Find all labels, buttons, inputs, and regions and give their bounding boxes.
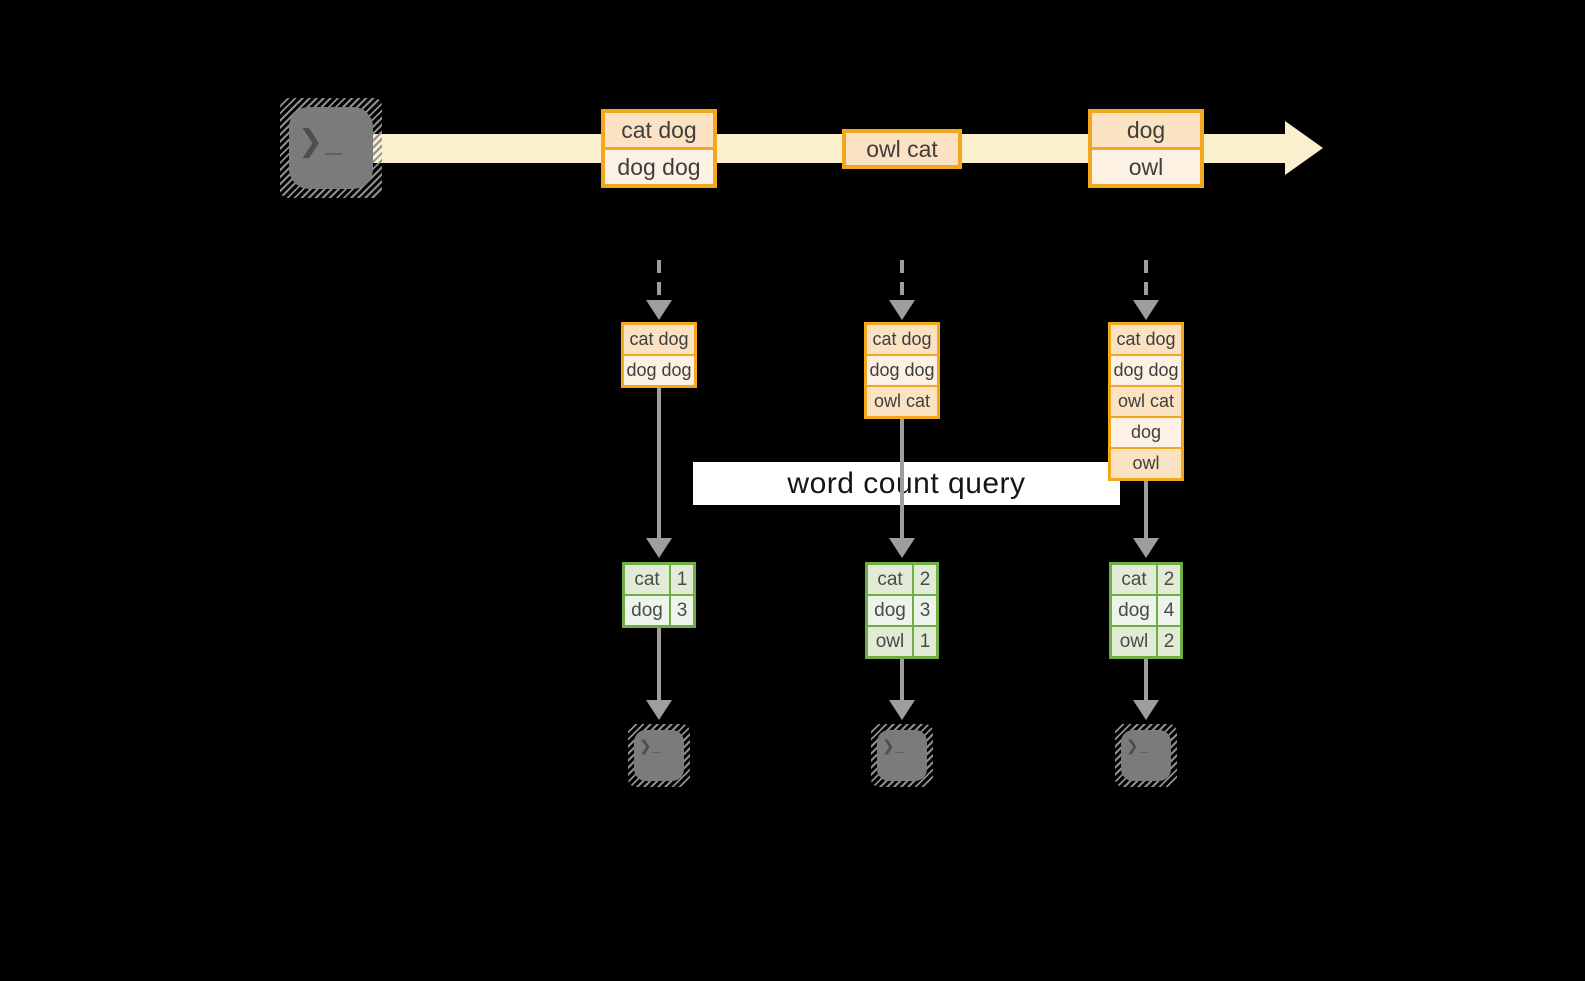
stream-message-box: cat dog dog dog [601, 109, 717, 188]
word-cell: cat [634, 568, 660, 590]
table-row: cat 2 [1112, 565, 1180, 594]
stream-message-cell: owl [1092, 147, 1200, 184]
terminal-prompt-icon: ❯_ [639, 738, 662, 755]
state-box: cat dog dog dog owl cat [864, 322, 940, 419]
state-box: cat dog dog dog owl cat dog owl [1108, 322, 1184, 481]
arrowhead [1133, 538, 1159, 558]
count-cell: 2 [919, 568, 931, 590]
arrow-line [1144, 481, 1148, 540]
column-divider [1156, 596, 1158, 625]
table-row: dog 3 [868, 594, 936, 625]
query-banner-label: word count query [787, 466, 1026, 500]
terminal-screen [634, 730, 684, 781]
word-cell: dog [1118, 599, 1150, 621]
table-row: cat 1 [625, 565, 693, 594]
word-count-table: cat 2 dog 4 owl 2 [1109, 562, 1183, 659]
column-divider [912, 627, 914, 656]
stream-message-cell: dog dog [605, 147, 713, 184]
dashed-arrowhead [889, 300, 915, 320]
stream-arrowhead [1285, 121, 1323, 175]
state-cell: owl cat [1111, 385, 1181, 416]
terminal-prompt-icon: ❯_ [298, 125, 344, 158]
column-divider [669, 565, 671, 594]
column-divider [912, 596, 914, 625]
stream-message-box: dog owl [1088, 109, 1204, 188]
terminal-icon: ❯_ [1115, 724, 1177, 787]
state-cell: dog dog [624, 354, 694, 385]
arrowhead [1133, 700, 1159, 720]
query-banner: word count query [693, 462, 1120, 505]
state-cell: dog dog [1111, 354, 1181, 385]
terminal-prompt-icon: ❯_ [1126, 738, 1149, 755]
stream-message-cell: dog [1092, 113, 1200, 147]
table-row: dog 4 [1112, 594, 1180, 625]
dashed-arrowhead [646, 300, 672, 320]
word-count-table: cat 1 dog 3 [622, 562, 696, 628]
table-row: cat 2 [868, 565, 936, 594]
dashed-arrow-line [1144, 260, 1148, 302]
terminal-icon: ❯_ [280, 98, 382, 198]
word-cell: dog [874, 599, 906, 621]
terminal-screen [1121, 730, 1171, 781]
word-cell: owl [1119, 630, 1149, 652]
count-cell: 1 [919, 630, 931, 652]
arrow-line [900, 659, 904, 702]
state-cell: dog dog [867, 354, 937, 385]
column-divider [1156, 627, 1158, 656]
word-cell: cat [1121, 568, 1147, 590]
count-cell: 4 [1163, 599, 1175, 621]
arrowhead [646, 700, 672, 720]
arrow-line [1144, 659, 1148, 702]
stream-message-box: owl cat [842, 129, 962, 169]
dashed-arrow-line [900, 260, 904, 302]
stream-message-cell: owl cat [846, 133, 958, 165]
terminal-icon: ❯_ [628, 724, 690, 787]
count-cell: 1 [676, 568, 688, 590]
state-cell: owl cat [867, 385, 937, 416]
terminal-screen [289, 107, 373, 189]
dashed-arrow-line [657, 260, 661, 302]
count-cell: 2 [1163, 630, 1175, 652]
column-divider [669, 596, 671, 625]
terminal-screen [877, 730, 927, 781]
column-divider [912, 565, 914, 594]
state-cell: cat dog [1111, 325, 1181, 354]
count-cell: 2 [1163, 568, 1175, 590]
word-cell: cat [877, 568, 903, 590]
arrowhead [889, 538, 915, 558]
table-row: owl 1 [868, 625, 936, 656]
table-row: dog 3 [625, 594, 693, 625]
stream-message-cell: cat dog [605, 113, 713, 147]
state-cell: owl [1111, 447, 1181, 478]
table-row: owl 2 [1112, 625, 1180, 656]
word-cell: dog [631, 599, 663, 621]
arrow-line [657, 388, 661, 540]
arrow-line [900, 419, 904, 540]
state-cell: cat dog [867, 325, 937, 354]
count-cell: 3 [919, 599, 931, 621]
arrow-line [657, 628, 661, 702]
word-cell: owl [875, 630, 905, 652]
state-cell: dog [1111, 416, 1181, 447]
arrowhead [889, 700, 915, 720]
arrowhead [646, 538, 672, 558]
state-box: cat dog dog dog [621, 322, 697, 388]
word-count-table: cat 2 dog 3 owl 1 [865, 562, 939, 659]
dashed-arrowhead [1133, 300, 1159, 320]
column-divider [1156, 565, 1158, 594]
terminal-prompt-icon: ❯_ [882, 738, 905, 755]
state-cell: cat dog [624, 325, 694, 354]
count-cell: 3 [676, 599, 688, 621]
terminal-icon: ❯_ [871, 724, 933, 787]
